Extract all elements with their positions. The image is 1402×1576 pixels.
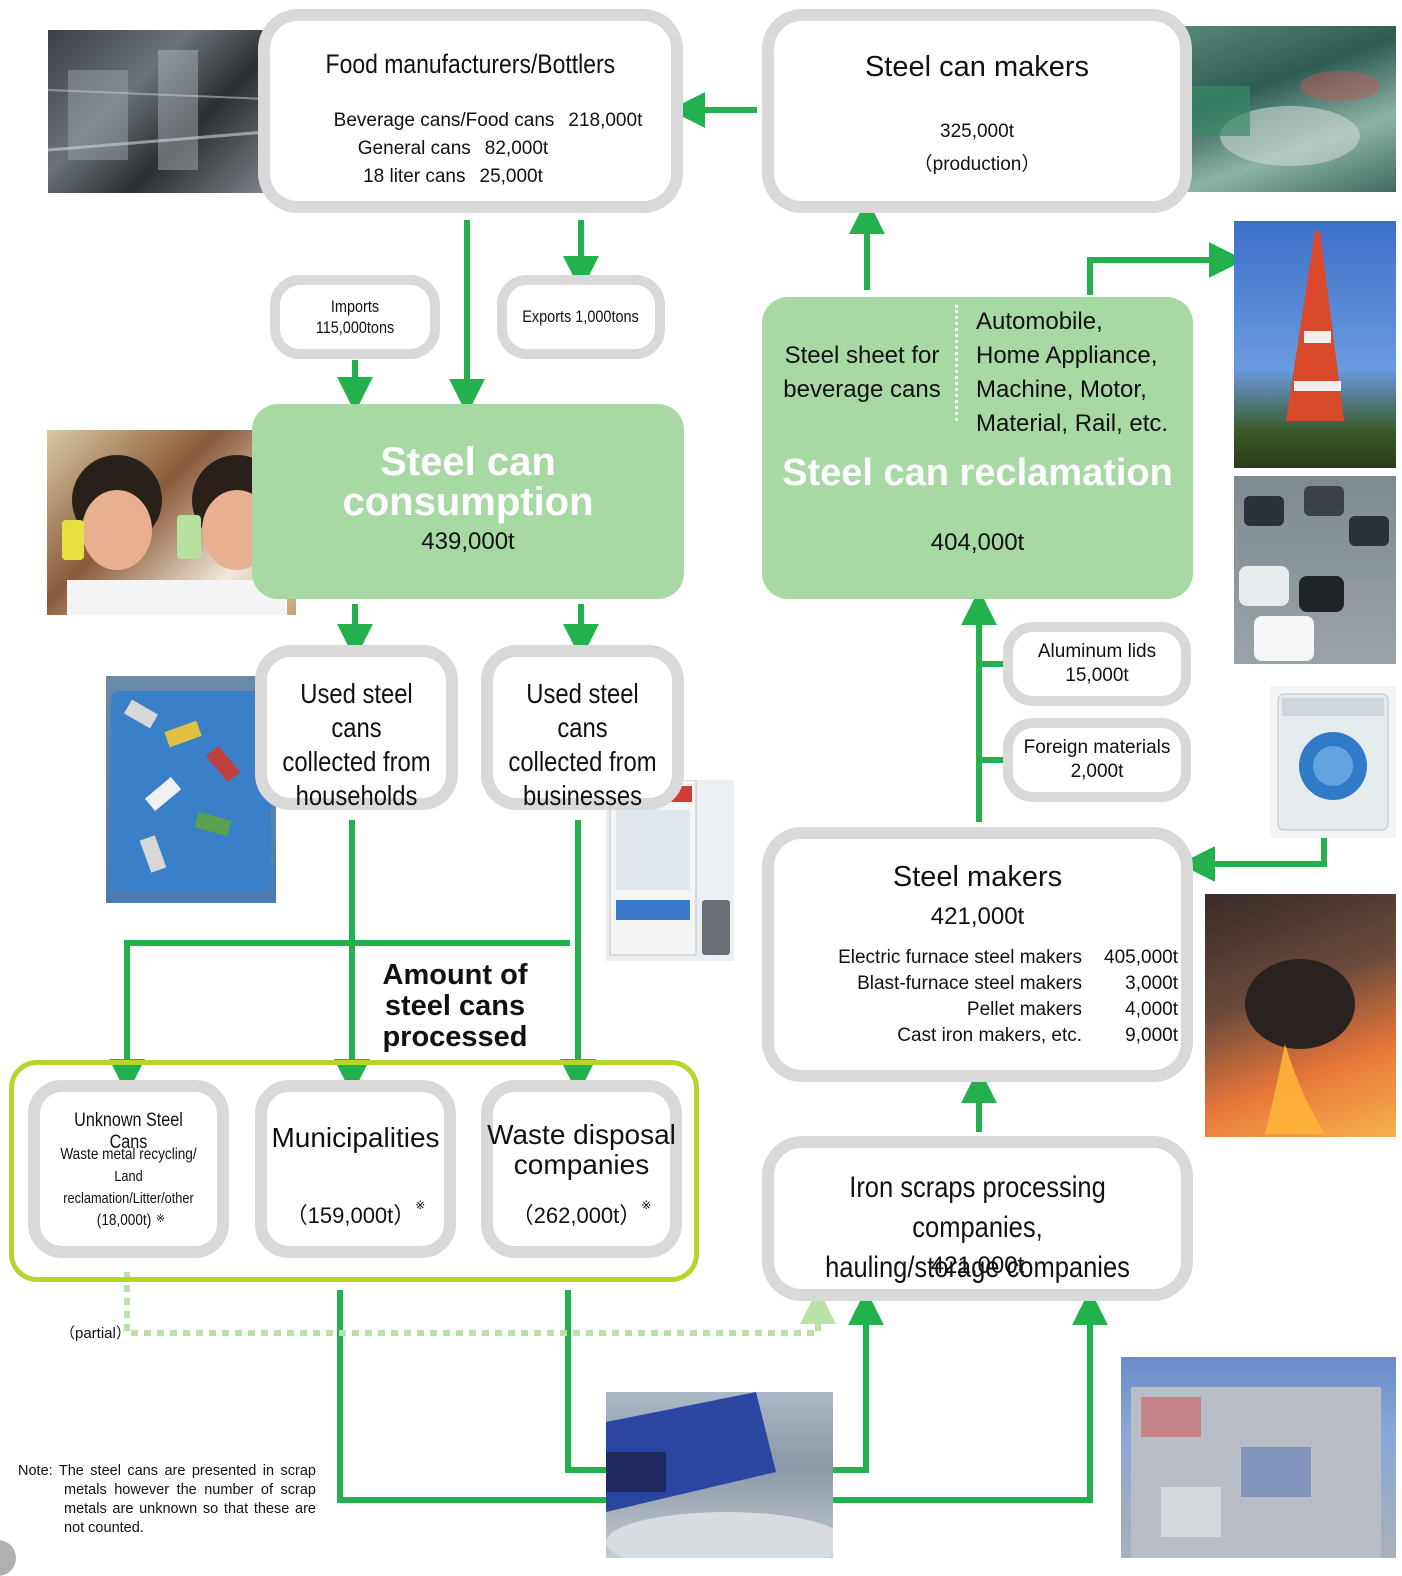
steel-can-makers-box: Steel can makers 325,000t （production）: [762, 9, 1192, 213]
reclamation-other-uses: Automobile, Home Appliance, Machine, Mot…: [976, 308, 1169, 437]
imports-label: Imports 115,000tons: [315, 296, 395, 337]
steel-row-value: 9,000t: [1125, 1025, 1178, 1046]
waste-disposal-value: （262,000t）※: [511, 1198, 652, 1228]
steel-row-value: 405,000t: [1104, 947, 1178, 968]
steel-row: Cast iron makers, etc. 9,000t: [788, 1023, 1178, 1049]
scrap-bales-photo: [1121, 1357, 1396, 1558]
businesses-box: Used steel cans collected from businesse…: [481, 645, 684, 811]
food-row: Beverage cans/Food cans 218,000t: [308, 107, 668, 135]
unknown-value: (18,000t)※: [96, 1212, 166, 1229]
cars-photo: [1234, 476, 1396, 664]
municipalities-box: Municipalities （159,000t）※: [255, 1080, 456, 1258]
consumption-box: Steel can consumption 439,000t: [252, 404, 684, 599]
unknown-detail: Waste metal recycling/ Land reclamation/…: [60, 1146, 197, 1207]
unknown-cans-box: Unknown Steel Cans Waste metal recycling…: [28, 1080, 229, 1258]
steel-row-label: Pellet makers: [966, 999, 1082, 1020]
households-label: Used steel cans collected from household…: [282, 678, 431, 811]
steel-makers-rows: Electric furnace steel makers 405,000t B…: [788, 945, 1178, 1049]
exports-label: Exports 1,000tons: [522, 307, 640, 327]
food-manufacturers-box: Food manufacturers/Bottlers Beverage can…: [258, 9, 683, 213]
iron-scraps-title: Iron scraps processing companies, haulin…: [825, 1171, 1130, 1284]
food-row: General cans 82,000t: [308, 135, 668, 163]
food-manufacturers-title: Food manufacturers/Bottlers: [325, 49, 616, 79]
foreign-materials-value: 2,000t: [1070, 761, 1124, 782]
consumption-title: Steel can consumption: [342, 440, 594, 524]
arrow-appliance-to-steelmakers: [1179, 838, 1327, 882]
steel-row: Electric furnace steel makers 405,000t: [788, 945, 1178, 971]
vending-machine-photo: [606, 780, 734, 961]
aluminum-lids-label: Aluminum lids: [1037, 641, 1157, 663]
reclamation-title: Steel can reclamation: [782, 452, 1173, 494]
iron-scraps-value: 421,000t: [930, 1252, 1025, 1279]
garbage-truck-photo: [606, 1392, 833, 1558]
collected-cans-photo: [106, 676, 276, 903]
businesses-label: Used steel cans collected from businesse…: [508, 678, 657, 811]
food-row-value: 82,000t: [484, 138, 549, 159]
processed-group: [9, 1060, 699, 1282]
washing-machine-photo: [1270, 686, 1396, 838]
steel-row: Pellet makers 4,000t: [788, 997, 1178, 1023]
exports-pill: Exports 1,000tons: [497, 275, 665, 359]
arrow-businesses-to-unknown: [109, 940, 570, 1095]
food-row-label: General cans: [357, 138, 471, 159]
steel-row-label: Electric furnace steel makers: [838, 947, 1082, 968]
food-row-value: 25,000t: [479, 166, 543, 187]
steel-row-value: 4,000t: [1125, 999, 1178, 1020]
steel-furnace-photo: [1205, 894, 1396, 1137]
iron-scraps-box: Iron scraps processing companies, haulin…: [762, 1136, 1193, 1301]
food-row-label: 18 liter cans: [363, 166, 466, 187]
municipalities-title: Municipalities: [271, 1122, 440, 1153]
municipalities-value: （159,000t）※: [285, 1198, 426, 1228]
unknown-title: Unknown Steel Cans: [74, 1110, 183, 1153]
households-box: Used steel cans collected from household…: [255, 645, 458, 811]
footnote: Note: The steel cans are presented in sc…: [18, 1463, 316, 1536]
steel-can-makers-title: Steel can makers: [864, 51, 1090, 83]
steel-makers-title: Steel makers: [892, 861, 1063, 893]
steel-makers-box: Steel makers 421,000t Electric furnace s…: [762, 827, 1193, 1082]
steel-makers-value: 421,000t: [930, 903, 1025, 930]
steel-row-label: Cast iron makers, etc.: [897, 1025, 1082, 1046]
foreign-materials-label: Foreign materials: [1023, 737, 1171, 759]
food-row-label: Beverage cans/Food cans: [333, 110, 555, 131]
factory-photo: [48, 30, 290, 193]
steel-can-makers-note: （production）: [913, 154, 1041, 175]
reclamation-beverage-sheet: Steel sheet for beverage cans: [783, 342, 941, 403]
imports-pill: Imports 115,000tons: [270, 275, 440, 359]
reclamation-divider: [955, 305, 958, 421]
arrow-reclamation-to-tower: [1087, 242, 1245, 295]
steel-can-makers-value: 325,000t: [940, 121, 1014, 142]
reclamation-box: Steel sheet for beverage cans Automobile…: [762, 297, 1193, 599]
partial-label: （partial）: [60, 1325, 131, 1342]
aluminum-lids-pill: Aluminum lids 15,000t: [1003, 622, 1191, 706]
steel-row: Blast-furnace steel makers 3,000t: [788, 971, 1178, 997]
aluminum-lids-value: 15,000t: [1065, 665, 1129, 686]
consumption-value: 439,000t: [421, 528, 515, 555]
steel-row-value: 3,000t: [1125, 973, 1178, 994]
food-row: 18 liter cans 25,000t: [308, 163, 668, 191]
steel-row-label: Blast-furnace steel makers: [857, 973, 1082, 994]
foreign-materials-pill: Foreign materials 2,000t: [1003, 718, 1191, 802]
waste-disposal-box: Waste disposal companies （262,000t）※: [481, 1080, 682, 1258]
food-manufacturers-rows: Beverage cans/Food cans 218,000t General…: [308, 107, 668, 191]
arrow-partial-dotted: [124, 1272, 836, 1336]
tower-photo: [1234, 221, 1396, 468]
waste-disposal-title: Waste disposal companies: [487, 1119, 676, 1180]
amount-processed-label: Amount of steel cans processed: [355, 960, 555, 1053]
food-row-value: 218,000t: [568, 110, 643, 131]
reclamation-value: 404,000t: [930, 529, 1025, 556]
